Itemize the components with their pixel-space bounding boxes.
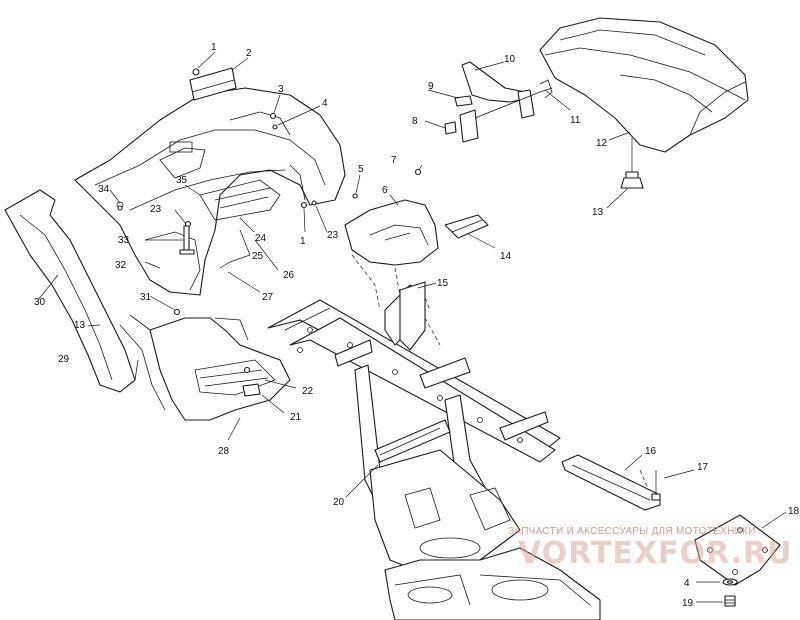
- mud-flap-bracket: [189, 67, 237, 101]
- callout-25: 25: [252, 251, 264, 262]
- tool-box: [344, 168, 489, 266]
- callout-16: 16: [645, 446, 657, 457]
- callout-1: 1: [211, 42, 217, 53]
- callout-15: 15: [437, 278, 449, 289]
- seat: [539, 17, 749, 189]
- callout-12: 12: [596, 138, 608, 149]
- callout-30: 30: [34, 297, 46, 308]
- callout-13b: 13: [74, 320, 86, 331]
- leader-lines: [37, 51, 787, 603]
- callout-13: 13: [592, 207, 604, 218]
- callout-33: 33: [118, 235, 130, 246]
- callout-24: 24: [255, 233, 267, 244]
- callout-10: 10: [504, 54, 516, 65]
- callout-9: 9: [428, 81, 434, 92]
- callout-2: 2: [246, 48, 252, 59]
- callout-31: 31: [140, 292, 152, 303]
- watermark-tagline: ЗАПЧАСТИ И АКСЕССУАРЫ ДЛЯ МОТОТЕХНИКИ: [508, 526, 756, 537]
- callout-18: 18: [788, 506, 800, 517]
- callout-4: 4: [322, 98, 328, 109]
- callout-34: 34: [98, 184, 110, 195]
- callout-6: 6: [382, 185, 388, 196]
- callout-5: 5: [358, 164, 364, 175]
- callout-20: 20: [333, 497, 345, 508]
- callout-14: 14: [500, 251, 512, 262]
- callout-1b: 1: [300, 236, 306, 247]
- callout-4b: 4: [684, 578, 690, 589]
- callout-29: 29: [58, 354, 70, 365]
- callout-7: 7: [391, 155, 397, 166]
- callout-labels: 1 2 3 4 5 6 7 8 9 10 11 12 13 14 15 1 23…: [34, 42, 800, 609]
- main-frame: [267, 281, 601, 620]
- footrest-panel: [119, 308, 291, 421]
- watermark: ЗАПЧАСТИ И АКСЕССУАРЫ ДЛЯ МОТОТЕХНИКИ VO…: [500, 526, 800, 590]
- callout-22: 22: [302, 386, 314, 397]
- callout-23b: 23: [327, 230, 339, 241]
- skid-plate-fasteners: [651, 470, 738, 607]
- watermark-logo: VORTEXFOR.RU: [518, 536, 793, 571]
- callout-28: 28: [218, 446, 230, 457]
- callout-26: 26: [283, 270, 295, 281]
- callout-27: 27: [262, 292, 274, 303]
- skid-plate: [694, 514, 781, 586]
- callout-3: 3: [278, 84, 284, 95]
- callout-32: 32: [115, 260, 127, 271]
- callout-19: 19: [682, 598, 694, 609]
- callout-35: 35: [176, 175, 188, 186]
- footwell-guard: [4, 189, 139, 393]
- heat-shield-plate: [561, 454, 661, 511]
- callout-8: 8: [412, 116, 418, 127]
- seat-latch-assembly: [444, 61, 553, 143]
- callout-21: 21: [290, 412, 302, 423]
- callout-17: 17: [697, 462, 709, 473]
- callout-11: 11: [570, 115, 581, 126]
- callout-23a: 23: [150, 204, 162, 215]
- mounting-bolt: [179, 225, 195, 255]
